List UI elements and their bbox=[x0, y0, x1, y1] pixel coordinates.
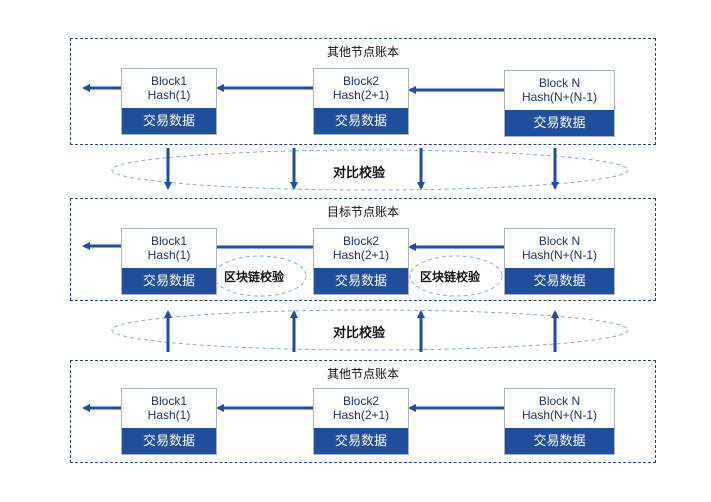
chain-arrows-middle bbox=[82, 242, 504, 251]
block-name: Block2 bbox=[342, 74, 380, 88]
block-name: Block N bbox=[538, 76, 581, 90]
block-hash: Hash(N+(N-1) bbox=[521, 90, 597, 104]
block-hash: Hash(2+1) bbox=[332, 248, 390, 262]
compare-ellipse-top bbox=[111, 149, 629, 191]
block-hash: Hash(1) bbox=[147, 408, 191, 422]
block-name: Block N bbox=[538, 394, 581, 408]
block-hash: Hash(N+(N-1) bbox=[521, 248, 597, 262]
block-tx: 交易数据 bbox=[505, 428, 614, 454]
ledger-other-bottom: 其他节点账本 bbox=[70, 360, 656, 463]
chain-check-ellipse-2 bbox=[409, 255, 503, 297]
compare-arrows-down bbox=[164, 148, 559, 190]
block-name: Block1 bbox=[150, 394, 188, 408]
compare-arrows-up bbox=[164, 310, 559, 352]
chain-arrows-top bbox=[82, 84, 504, 94]
block-tx: 交易数据 bbox=[314, 428, 408, 454]
block-name: Block2 bbox=[342, 234, 380, 248]
ledger-title: 其他节点账本 bbox=[326, 45, 399, 59]
block-tx: 交易数据 bbox=[314, 268, 408, 294]
block-name: Block2 bbox=[342, 394, 380, 408]
block-hash: Hash(N+(N-1) bbox=[521, 408, 597, 422]
ledger-other-top: 其他节点账本 bbox=[70, 38, 656, 145]
block-hash: Hash(2+1) bbox=[332, 88, 390, 102]
compare-label-top: 对比校验 bbox=[333, 165, 386, 180]
block-tx: 交易数据 bbox=[122, 108, 216, 134]
block-tx: 交易数据 bbox=[505, 110, 614, 136]
block-hash: Hash(1) bbox=[147, 88, 191, 102]
compare-label-bottom: 对比校验 bbox=[333, 325, 386, 340]
chain-check-label-1: 区块链校验 bbox=[224, 270, 285, 284]
ledger-target: 目标节点账本 bbox=[70, 198, 656, 301]
block-tx: 交易数据 bbox=[122, 268, 216, 294]
block-hash: Hash(2+1) bbox=[332, 408, 390, 422]
block-hash: Hash(1) bbox=[147, 248, 191, 262]
block-tx: 交易数据 bbox=[505, 268, 614, 294]
compare-ellipse-bottom bbox=[111, 309, 629, 351]
block-name: Block1 bbox=[150, 74, 188, 88]
block-tx: 交易数据 bbox=[314, 108, 408, 134]
ledger-title: 目标节点账本 bbox=[326, 205, 399, 219]
block-tx: 交易数据 bbox=[122, 428, 216, 454]
ledger-title: 其他节点账本 bbox=[326, 367, 399, 381]
block-name: Block1 bbox=[150, 234, 188, 248]
block-name: Block N bbox=[538, 234, 581, 248]
chain-check-label-2: 区块链校验 bbox=[420, 270, 481, 284]
